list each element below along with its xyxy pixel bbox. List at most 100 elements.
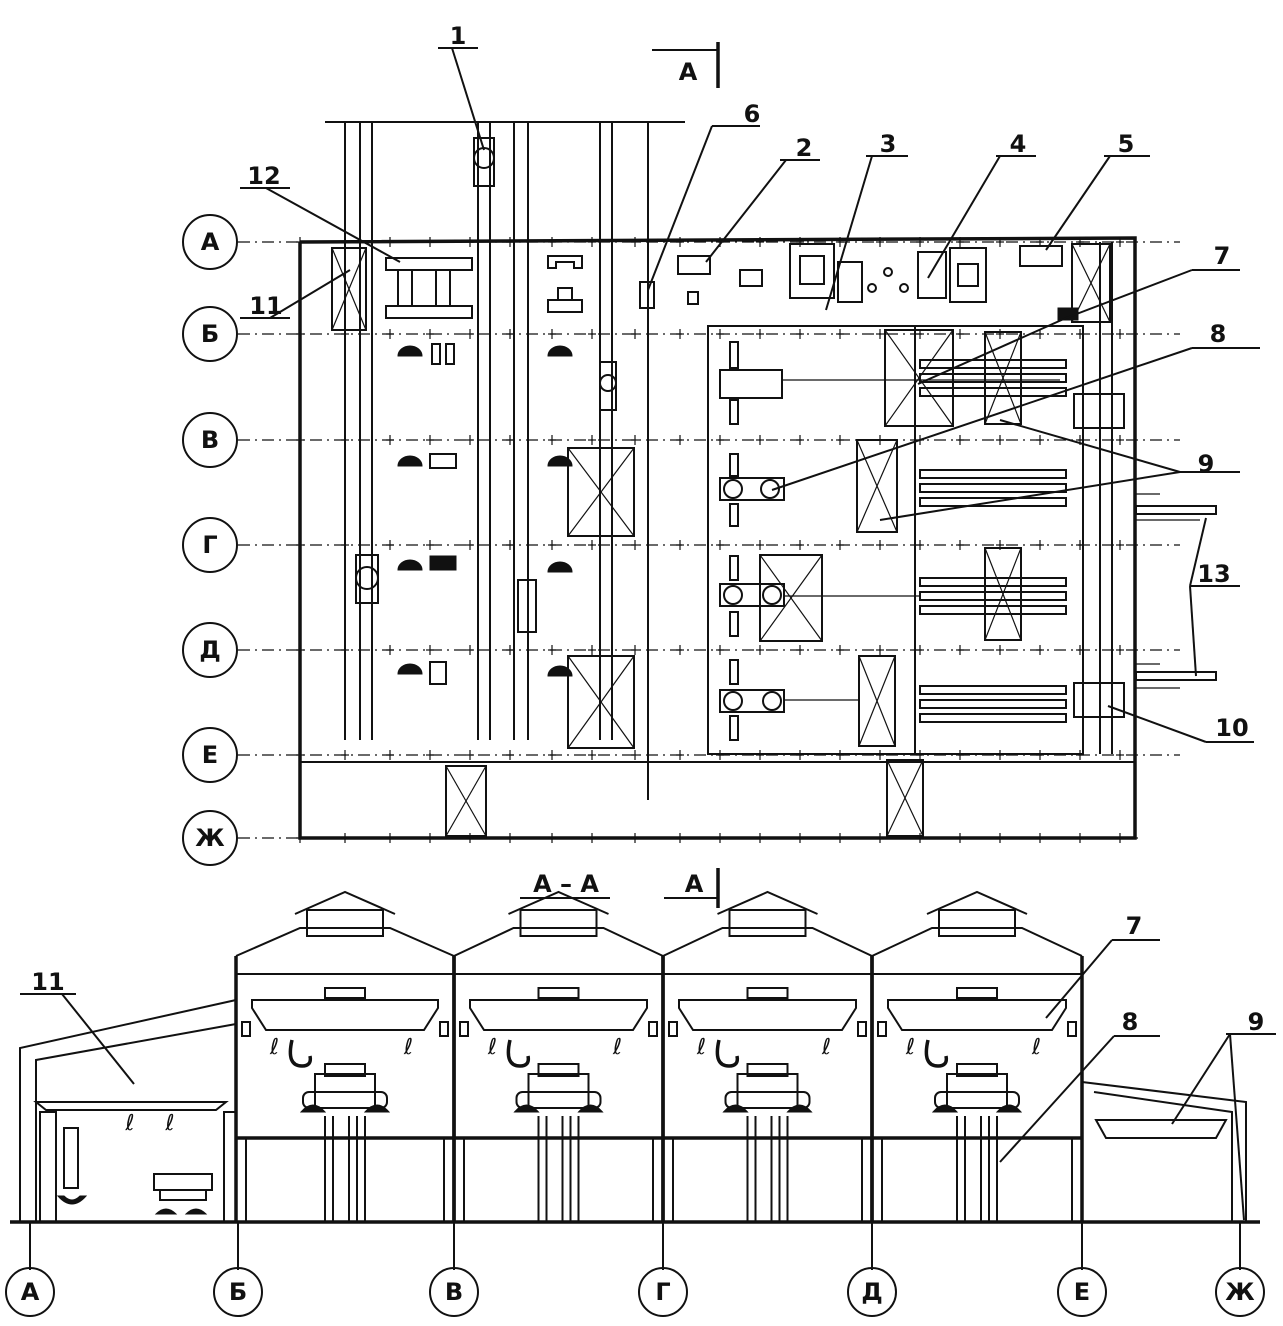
small-unit <box>867 283 877 293</box>
svg-text:Е: Е <box>202 741 218 769</box>
column-tick <box>716 645 724 655</box>
transfer-cart <box>1073 682 1125 718</box>
column-tick <box>426 750 434 760</box>
machine-icon <box>547 287 583 313</box>
forging-hammer-icon <box>547 345 573 357</box>
column-tick <box>588 540 596 550</box>
section-title: А – А А <box>520 868 720 908</box>
column-tick <box>506 645 514 655</box>
column-tick <box>466 435 474 445</box>
small-unit <box>883 267 893 277</box>
plan-callouts: 1 2 3 4 5 6 7 <box>240 22 1260 743</box>
column-tick <box>588 237 596 247</box>
hook-mark: ℓ <box>905 1035 915 1060</box>
column-tick <box>1036 645 1044 655</box>
callout-7: 7 <box>917 242 1240 385</box>
plan-transfer-carts <box>355 137 1125 718</box>
column-tick <box>466 540 474 550</box>
transfer-cart <box>599 361 617 411</box>
svg-text:6: 6 <box>744 100 761 128</box>
column-tick <box>296 237 304 247</box>
column-tick <box>548 237 556 247</box>
column-tick <box>466 833 474 843</box>
forging-hammer-icon <box>547 665 573 677</box>
plan-machines <box>385 255 583 685</box>
hook-mark: ℓ <box>696 1035 706 1060</box>
column-tick <box>956 237 964 247</box>
section-cut-marker-top: А <box>652 42 720 88</box>
svg-text:3: 3 <box>880 130 897 158</box>
column-tick <box>676 645 684 655</box>
column-tick <box>676 540 684 550</box>
crane-hook-icon <box>506 1039 531 1068</box>
callout-3: 3 <box>825 130 908 311</box>
column-tick <box>341 645 349 655</box>
furnace-4 <box>917 251 947 299</box>
axis-bubble-col-v: В <box>429 1267 479 1317</box>
column-tick <box>386 645 394 655</box>
column-tick <box>631 540 639 550</box>
column-tick <box>716 540 724 550</box>
callout-13: 13 <box>1189 517 1240 677</box>
overhead-crane <box>887 987 1067 1031</box>
callout-8: 8 <box>771 320 1260 491</box>
svg-text:11: 11 <box>31 968 64 996</box>
column-tick <box>876 540 884 550</box>
axis-bubble-row-e: Е <box>182 727 238 783</box>
column-tick <box>426 329 434 339</box>
svg-text:Д: Д <box>199 636 220 664</box>
axis-bubble-row-d: Д <box>182 622 238 678</box>
hoist-icon <box>63 1127 79 1189</box>
column-tick <box>296 750 304 760</box>
callout-11: 11 <box>240 269 351 320</box>
column-tick <box>1076 540 1084 550</box>
section-mark-label: А <box>679 58 698 86</box>
svg-text:Б: Б <box>229 1278 247 1306</box>
plan-bay-equipment <box>719 341 1217 741</box>
svg-text:9: 9 <box>1198 450 1215 478</box>
column-tick <box>631 750 639 760</box>
forging-press-icon <box>722 1063 813 1113</box>
opening <box>858 655 896 747</box>
column-tick <box>506 540 514 550</box>
roller-table <box>919 685 1067 723</box>
column-tick <box>916 237 924 247</box>
furnace-2 <box>677 255 711 275</box>
svg-text:7: 7 <box>1126 912 1143 940</box>
column-tick <box>506 237 514 247</box>
column-tick <box>716 750 724 760</box>
svg-text:10: 10 <box>1215 714 1248 742</box>
column-tick <box>386 237 394 247</box>
machine-6 <box>639 281 655 309</box>
column-tick <box>1076 750 1084 760</box>
column-tick <box>796 237 804 247</box>
column-tick <box>956 645 964 655</box>
svg-text:12: 12 <box>247 162 280 190</box>
column-tick <box>956 750 964 760</box>
callout-5: 5 <box>1045 130 1150 251</box>
plan-openings <box>331 243 1111 837</box>
column-tick <box>426 540 434 550</box>
crane-hook-icon <box>288 1039 313 1068</box>
column-tick <box>676 237 684 247</box>
column-tick <box>466 329 474 339</box>
column-tick <box>1036 540 1044 550</box>
hook-mark: ℓ <box>269 1035 279 1060</box>
column-tick <box>548 329 556 339</box>
column-tick <box>466 645 474 655</box>
svg-text:11: 11 <box>249 292 282 320</box>
column-tick <box>296 435 304 445</box>
section-title-text: А – А <box>533 870 599 898</box>
column-tick <box>996 750 1004 760</box>
column-tick <box>548 645 556 655</box>
column-tick <box>386 750 394 760</box>
svg-text:8: 8 <box>1210 320 1227 348</box>
column-tick <box>756 833 764 843</box>
column-tick <box>796 435 804 445</box>
callout-2: 2 <box>705 134 820 263</box>
column-tick <box>796 540 804 550</box>
small-unit <box>739 269 763 287</box>
column-tick <box>716 329 724 339</box>
svg-text:8: 8 <box>1122 1008 1139 1036</box>
